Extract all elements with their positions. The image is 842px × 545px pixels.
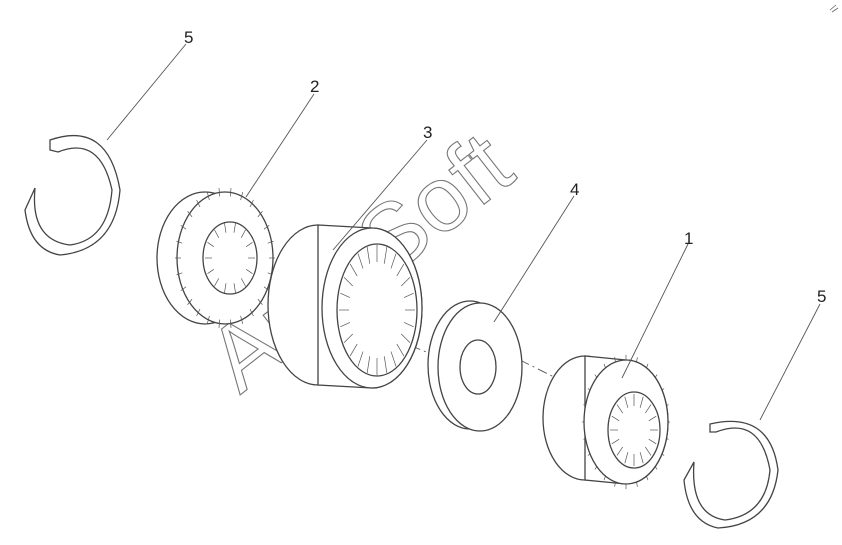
gear-tooth [648,415,657,422]
gear-tooth [240,278,246,287]
callout-5-right: 5 [817,287,826,306]
leader-5-right [759,303,821,421]
gear-tooth [340,322,351,328]
gear-tooth [403,322,414,328]
gear-tooth [396,343,405,357]
gear-tooth [383,356,388,373]
corner-mark [829,4,839,13]
gear-tooth [624,396,629,408]
callout-3: 3 [423,123,432,142]
gear-tooth [214,229,220,238]
gear-tooth [240,315,244,324]
gear-tooth [187,211,193,218]
gear-tooth [214,278,220,287]
gear-tooth [180,286,187,292]
callout-1: 1 [684,229,693,248]
leader-3 [332,139,428,251]
gear-tooth [349,343,358,357]
gear-tooth [366,247,371,264]
gear-tooth [366,356,371,373]
gear-tooth [246,268,253,274]
gear-tooth [196,199,201,208]
gear-tooth [229,188,232,197]
gear-tooth [343,333,353,343]
gear-tooth [390,351,397,367]
retaining-ring-left [24,135,121,256]
gear-tooth [396,263,405,277]
gear-tooth [390,253,397,269]
gear-tooth [401,277,411,287]
gear-tooth [349,263,358,277]
leader-4 [493,195,575,323]
gear-tooth [403,292,414,298]
gear-tooth [645,404,652,414]
hub-gear-1 [542,354,670,490]
gear-tooth [249,199,254,208]
gear-tooth [224,283,227,294]
gear-tooth [257,298,263,305]
gear-tooth [616,404,623,414]
gear-tooth [246,242,253,248]
gear-tooth [611,438,620,445]
callout-5-left: 5 [184,28,193,47]
gear-tooth [240,229,246,238]
gear-tooth [639,396,644,408]
gear-tooth [233,222,236,233]
gear-tooth [648,438,657,445]
gear-tooth [207,268,214,274]
gear-tooth [187,298,193,305]
gear-tooth [257,211,263,218]
gear-tooth [616,446,623,456]
gear-tooth [233,283,236,294]
leader-5-left [106,43,187,141]
gear-tooth [357,351,364,367]
gear-tooth [218,319,221,328]
gear-tooth [624,452,629,464]
leader-2 [245,93,315,198]
gear-tooth [206,315,210,324]
gear-tooth [196,308,201,317]
sleeve-3 [267,224,423,389]
gear-tooth [224,222,227,233]
gear-tooth [206,192,210,201]
callout-2: 2 [310,77,319,96]
gear-tooth [383,247,388,264]
gear-tooth [249,308,254,317]
gear-tooth [401,333,411,343]
gear-2 [156,188,275,328]
gear-tooth [207,242,214,248]
gear-tooth [343,277,353,287]
gear-tooth [267,240,274,244]
gear-tooth [357,253,364,269]
leader-1 [621,243,689,379]
gear-tooth [340,292,351,298]
gear-tooth [263,224,270,230]
gear-tooth [240,192,244,201]
gear-tooth [645,446,652,456]
gear-tooth [180,224,187,230]
gear-tooth [176,240,183,244]
callout-4: 4 [570,180,579,199]
gear-tooth [639,452,644,464]
gear-tooth [218,188,221,197]
gear-tooth [229,319,232,328]
gear-tooth [176,272,183,276]
thrust-washer-4 [427,300,523,432]
retaining-ring-right [683,420,779,529]
gear-tooth [611,415,620,422]
